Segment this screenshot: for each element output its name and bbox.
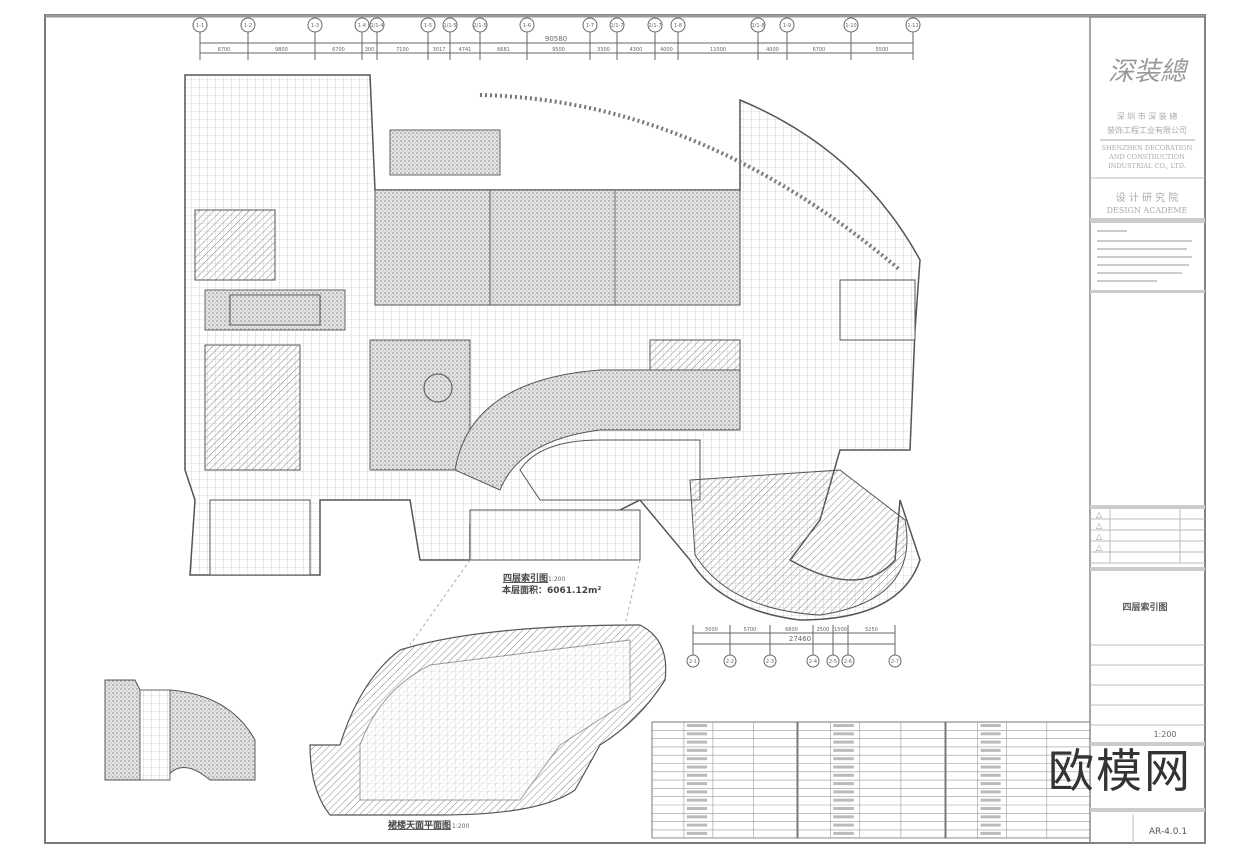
svg-text:△: △ [1096, 510, 1103, 519]
top-total-dimension: 90580 [545, 35, 567, 43]
company-logo: 深装總 [1108, 57, 1189, 87]
svg-text:△: △ [1096, 521, 1103, 530]
axis-label: 1-2 [244, 23, 252, 29]
axis-label: 1-4 [358, 23, 366, 29]
axis-label: 2-6 [844, 659, 852, 665]
axis-label: 2-3 [766, 659, 774, 665]
axis-label: 1-10 [845, 23, 856, 29]
axis-label: 1-1 [196, 23, 204, 29]
roof-plan-scale: 1:200 [452, 823, 469, 830]
plan-title: 四层索引图 [503, 572, 548, 584]
dimension-label: 6700 [218, 47, 231, 53]
key-plan [104, 679, 256, 781]
dimension-label: 4300 [630, 47, 643, 53]
dimension-label: 9800 [275, 47, 288, 53]
axis-label: 1/1-8 [751, 23, 764, 29]
axis-label: 2-2 [726, 659, 734, 665]
svg-text:△: △ [1096, 543, 1103, 552]
dimension-label: 2500 [817, 627, 830, 633]
institute-name-en: DESIGN ACADEME [1107, 206, 1188, 215]
axis-label: 2-1 [689, 659, 697, 665]
roof-plan-title: 裙楼天面平面图 [388, 819, 451, 831]
axis-label: 1/1-4 [370, 23, 383, 29]
dimension-label: 6681 [497, 47, 510, 53]
dimension-label: 5700 [744, 627, 757, 633]
dimension-label: 5500 [876, 47, 889, 53]
axis-label: 2-7 [891, 659, 899, 665]
drawing-name: 四层索引图 [1122, 601, 1167, 613]
watermark: 欧模网 [1048, 744, 1192, 798]
drawing-number: AR-4.0.1 [1149, 827, 1187, 837]
podium-roof-plan [309, 559, 667, 816]
area-schedule-tables [651, 721, 1091, 839]
axis-label: 1-9 [783, 23, 791, 29]
axis-label: 1-8 [674, 23, 682, 29]
dimension-label: 6700 [332, 47, 345, 53]
axis-label: 2/1-7 [648, 23, 661, 29]
top-dimension-line: 90580 1-1 1-2 1-3 1-4 1/1-4 1-5 1/1-5 2/1-5 1-6 1… [192, 17, 921, 60]
dimension-label: 9500 [552, 47, 565, 53]
company-name-en-3: INDUSTRIAL CO., LTD. [1108, 162, 1186, 170]
dimension-label: 6700 [813, 47, 826, 53]
axis-label: 1-3 [311, 23, 319, 29]
axis-label: 2/1-5 [473, 23, 486, 29]
dimension-label: 300 [365, 47, 375, 53]
company-name-cn: 深 圳 市 深 装 總 [1117, 111, 1178, 121]
title-block: 深装總 深 圳 市 深 装 總 装饰工程工业有限公司 SHENZHEN DECO… [1089, 16, 1206, 844]
axis-label: 1-6 [523, 23, 531, 29]
dimension-label: 7100 [396, 47, 409, 53]
axis-label: 2-4 [809, 659, 817, 665]
axis-label: 1/1-7 [610, 23, 623, 29]
dimension-label: 6800 [785, 627, 798, 633]
company-name-en: SHENZHEN DECORATION [1102, 144, 1193, 152]
axis-label: 1/1-5 [443, 23, 456, 29]
plan-scale: 1:200 [548, 576, 565, 583]
axis-label: 2-5 [829, 659, 837, 665]
dimension-label: 4000 [766, 47, 779, 53]
axis-label: 1-5 [424, 23, 432, 29]
dimension-label: 5000 [705, 627, 718, 633]
dimension-label: 3017 [433, 47, 446, 53]
company-name-en-2: AND CONSTRUCTION [1108, 153, 1185, 161]
axis-label: 1-11 [907, 23, 918, 29]
dimension-label: 4741 [459, 47, 472, 53]
svg-text:△: △ [1096, 532, 1103, 541]
axis-label: 1-7 [586, 23, 594, 29]
bottom-dimension-line: 27460 2-1 2-2 2-3 2-4 2-5 2-6 2-7 5000 5700 6800 2… [686, 625, 902, 668]
dimension-label: 11000 [710, 47, 726, 53]
floor-area: 本层面积：6061.12m² [502, 584, 601, 596]
drawing-scale: 1:200 [1153, 730, 1176, 739]
company-name-cn-2: 装饰工程工业有限公司 [1107, 125, 1187, 135]
fourth-floor-plan [184, 74, 921, 621]
dimension-label: 3300 [597, 47, 610, 53]
bottom-total-dimension: 27460 [789, 635, 811, 643]
dimension-label: 1500 [834, 627, 847, 633]
dimension-label: 4000 [660, 47, 673, 53]
institute-name-cn: 设 计 研 究 院 [1116, 191, 1179, 204]
dimension-label: 5250 [865, 627, 878, 633]
